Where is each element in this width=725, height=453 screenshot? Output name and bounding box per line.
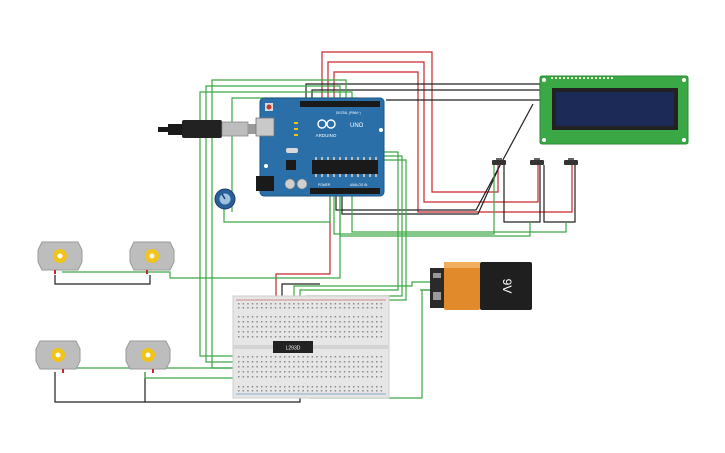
- push-button-icon[interactable]: [492, 158, 506, 165]
- potentiometer-icon[interactable]: [214, 188, 236, 210]
- lcd-display[interactable]: [539, 75, 689, 145]
- usb-cable-icon: [158, 120, 262, 138]
- dc-motor-icon[interactable]: [129, 241, 175, 274]
- arduino-brand-text: ARDUINO: [316, 133, 337, 138]
- arduino-model-text: UNO: [350, 123, 364, 129]
- lcd-screen: [556, 92, 674, 126]
- arduino-logo: [317, 119, 336, 129]
- dc-motor-icon[interactable]: [35, 340, 81, 373]
- atmega-chip: [312, 160, 378, 174]
- usb-jack: [255, 117, 275, 137]
- breadboard-holes: [238, 303, 383, 392]
- dc-motor-icon[interactable]: [37, 241, 83, 274]
- digital-label: DIGITAL (PWM~): [336, 111, 361, 115]
- power-label: POWER: [318, 183, 331, 187]
- push-button-icon[interactable]: [564, 158, 578, 165]
- dc-motor-icon[interactable]: [125, 340, 171, 373]
- lcd-pin-row: [551, 77, 613, 79]
- l293d-chip[interactable]: L293D: [273, 341, 313, 353]
- analog-header: [310, 188, 380, 194]
- battery-icon[interactable]: 9V: [430, 262, 532, 310]
- digital-header: [300, 101, 380, 107]
- power-jack: [256, 176, 274, 191]
- arduino-uno-board[interactable]: ARDUINO UNO DIGITAL (PWM~) POWER ANALOG …: [255, 97, 385, 197]
- push-button-icon[interactable]: [530, 158, 544, 165]
- l293d-label: L293D: [286, 346, 301, 352]
- battery-label: 9V: [500, 279, 514, 294]
- analog-label: ANALOG IN: [350, 183, 368, 187]
